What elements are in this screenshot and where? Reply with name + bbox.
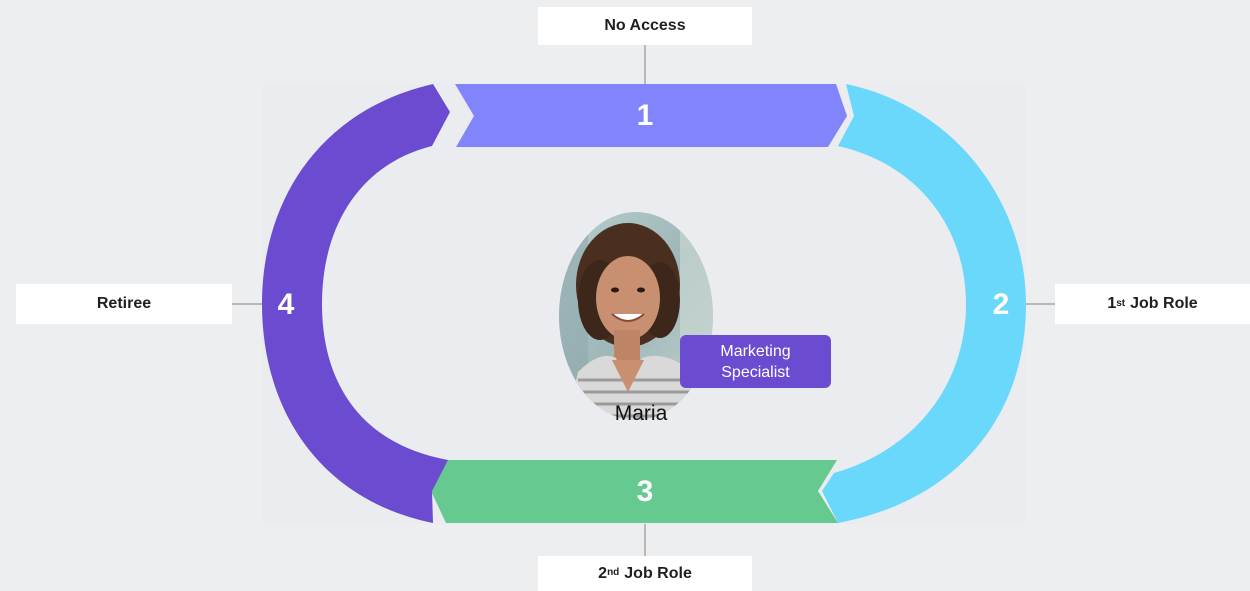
role-badge-line1: Marketing (720, 342, 791, 360)
portrait-photo (559, 212, 713, 420)
segment-2-number: 2 (992, 288, 1010, 321)
segment-4-number: 4 (277, 288, 295, 321)
segment-1 (455, 84, 847, 147)
segment-3-number: 3 (636, 475, 654, 508)
label-no-access: No Access (538, 7, 752, 45)
segment-3 (431, 460, 838, 523)
segment-2 (822, 84, 1026, 523)
segment-1-number: 1 (636, 99, 654, 132)
segment-4 (262, 84, 450, 523)
role-badge-line2: Specialist (721, 363, 790, 381)
person-name: Maria (614, 402, 668, 425)
role-badge: Marketing Specialist (680, 335, 831, 388)
label-retiree: Retiree (16, 284, 232, 324)
